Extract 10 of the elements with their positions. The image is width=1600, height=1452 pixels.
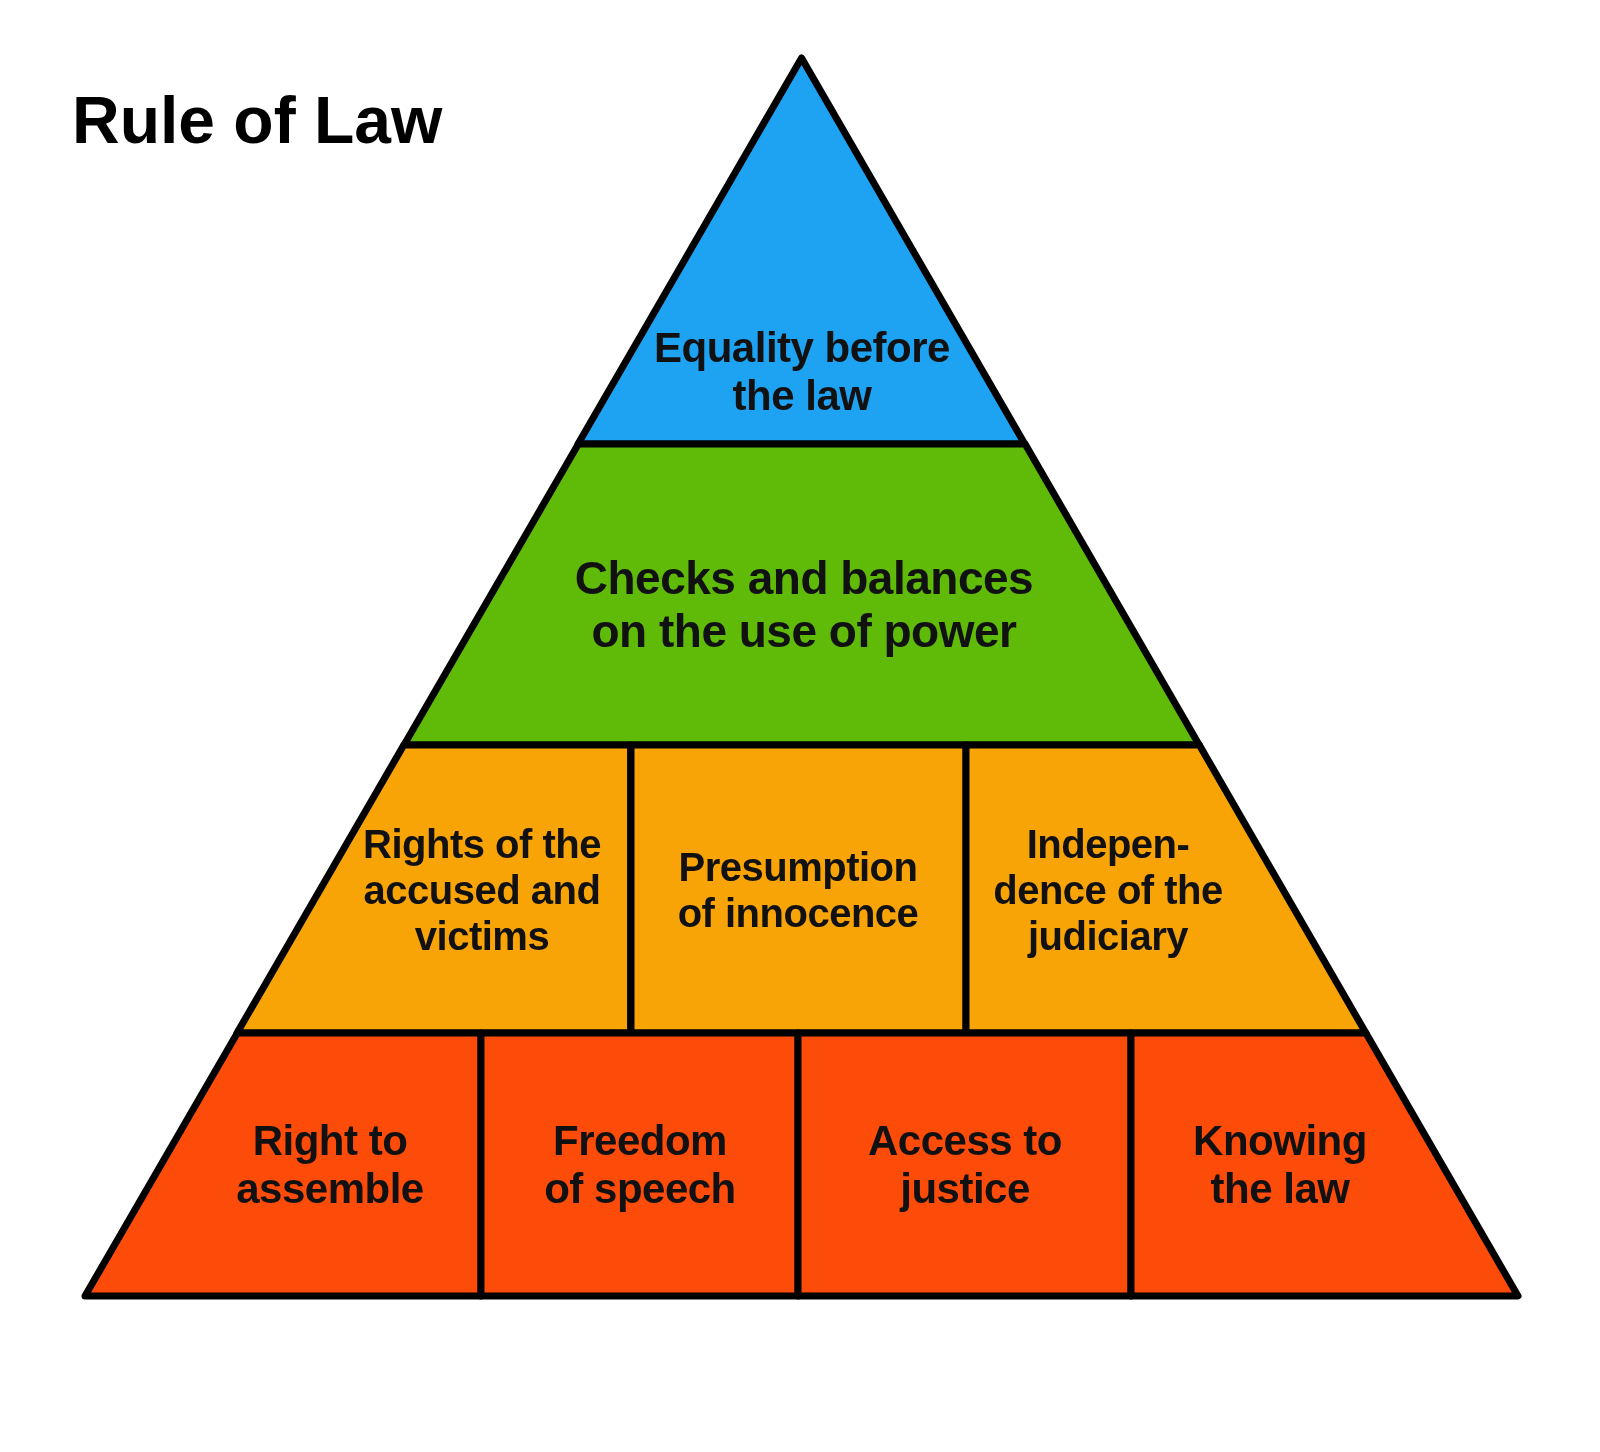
section-label: Rights of the accused and victims: [362, 821, 602, 959]
section-label: Checks and balances on the use of power: [573, 552, 1035, 658]
section-label: Equality before the law: [653, 323, 951, 421]
section-label: Freedom of speech: [543, 1116, 737, 1214]
section-label: Presumption of innocence: [676, 844, 920, 936]
section-label: Access to justice: [867, 1116, 1063, 1214]
section-label: Indepen- dence of the judiciary: [992, 821, 1224, 959]
diagram-title: Rule of Law: [72, 82, 443, 158]
section-label: Right to assemble: [235, 1116, 425, 1214]
section-label: Knowing the law: [1192, 1116, 1368, 1214]
